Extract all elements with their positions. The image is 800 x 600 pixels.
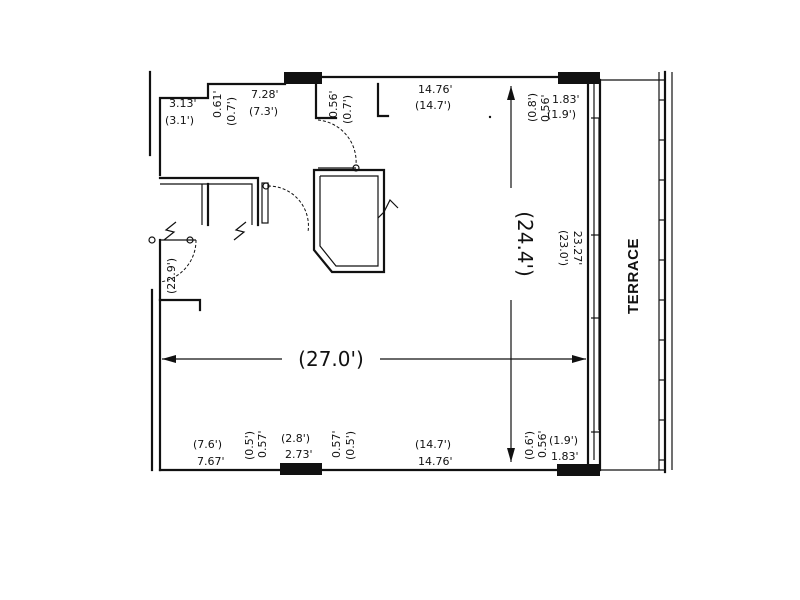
- dim-0-5b: (0.5'): [344, 431, 357, 460]
- depth-arrow-top: [507, 86, 515, 100]
- dim-7-28: 7.28': [251, 88, 279, 101]
- dim-22-9: (22.9'): [165, 258, 178, 294]
- dim-0-56: 0.56': [327, 90, 340, 118]
- dim-1-9-bottom: (1.9'): [549, 434, 578, 447]
- width-arrow-left: [162, 355, 176, 363]
- dim-3-1: (3.1'): [165, 114, 194, 127]
- left-corner-wall: [158, 298, 202, 312]
- door-swing-top[interactable]: [317, 119, 357, 166]
- dim-3-13: 3.13': [169, 97, 197, 110]
- central-closet-inner: [319, 175, 379, 267]
- bifold-door-closet[interactable]: [377, 198, 399, 219]
- dim-1-9: (1.9'): [547, 108, 576, 121]
- door-hinge-top: [352, 164, 360, 172]
- dim-1-83-bottom: 1.83': [551, 450, 579, 463]
- door-swing-storage[interactable]: [267, 185, 309, 233]
- column-bottom-right: [557, 464, 600, 476]
- terrace-railing-ticks: [659, 99, 665, 461]
- column-top-left: [284, 72, 322, 84]
- bottom-dimension-labels: (7.6') 7.67' (0.5') 0.57' (2.8') 2.73' 0…: [193, 430, 579, 468]
- dim-0-57b: 0.57': [330, 430, 343, 458]
- dim-0-8: (0.8'): [526, 93, 539, 122]
- exterior-walls: [148, 70, 602, 472]
- width-arrow-right: [572, 355, 586, 363]
- dim-14-76-bottom: 14.76': [418, 455, 453, 468]
- dim-14-7-bottom: (14.7'): [415, 438, 451, 451]
- door-hinge-entry: [148, 236, 156, 244]
- storage-top-wall: [158, 176, 260, 227]
- door-hinge-storage: [262, 182, 270, 190]
- bifold-door-mid[interactable]: [233, 221, 247, 241]
- bifold-door-left[interactable]: [163, 221, 177, 241]
- central-closet-outer: [312, 168, 386, 274]
- top-closet-wall: [314, 82, 338, 120]
- dim-2-73: 2.73': [285, 448, 313, 461]
- dim-0-7a: (0.7'): [225, 97, 238, 126]
- overall-width-dim: (27.0'): [298, 347, 364, 371]
- reference-dot: [488, 115, 492, 119]
- dim-23-0: (23.0'): [557, 230, 570, 266]
- dim-0-7b: (0.7'): [341, 95, 354, 124]
- terrace-label: TERRACE: [625, 238, 642, 314]
- dim-0-61: 0.61': [211, 90, 224, 118]
- column-top-right: [558, 72, 600, 84]
- top-stub-wall: [376, 82, 390, 118]
- dim-7-67: 7.67': [197, 455, 225, 468]
- dim-1-83: 1.83': [552, 93, 580, 106]
- interior-partitions: [158, 82, 390, 312]
- dim-0-6: (0.6'): [523, 431, 536, 460]
- dim-7-6: (7.6'): [193, 438, 222, 451]
- dim-0-57a: 0.57': [256, 430, 269, 458]
- columns: [280, 72, 600, 476]
- doors: [148, 119, 399, 283]
- depth-arrow-bottom: [507, 448, 515, 462]
- overall-depth-dim: (24.4'): [513, 211, 537, 277]
- top-dimension-labels: 3.13' (3.1') 0.61' (0.7') 7.28' (7.3') 0…: [165, 83, 580, 127]
- column-bottom-left: [280, 463, 322, 475]
- dim-14-76: 14.76': [418, 83, 453, 96]
- dimension-lines: [162, 86, 586, 462]
- door-swing-entry[interactable]: [159, 239, 197, 283]
- dim-0-56b: 0.56': [539, 94, 552, 122]
- door-knob-entry: [186, 236, 194, 244]
- top-wall-left: [158, 82, 287, 177]
- dim-14-7: (14.7'): [415, 99, 451, 112]
- side-dimension-labels: (23.0') 23.27' (22.9'): [165, 230, 584, 294]
- dim-7-3: (7.3'): [249, 105, 278, 118]
- dim-0-56-bottom: 0.56': [536, 430, 549, 458]
- terrace: TERRACE: [600, 70, 673, 474]
- dim-0-5a: (0.5'): [243, 431, 256, 460]
- storage-inner-top: [160, 183, 253, 225]
- dim-2-8: (2.8'): [281, 432, 310, 445]
- dim-23-27: 23.27': [571, 231, 584, 266]
